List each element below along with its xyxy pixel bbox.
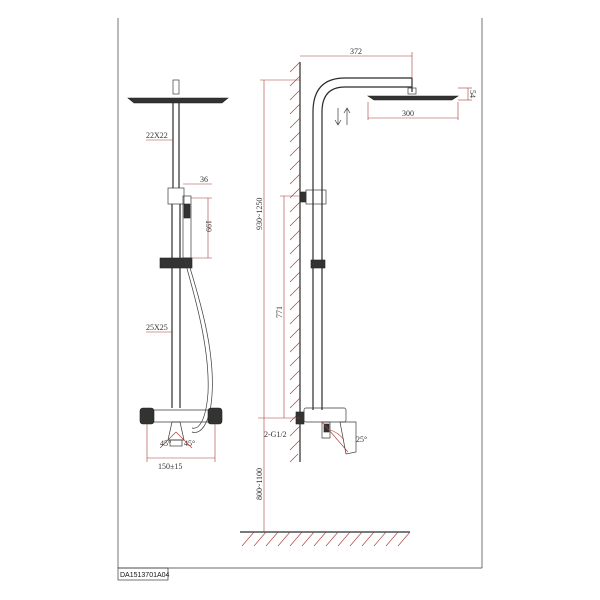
dim-head-thickness: 54 bbox=[468, 90, 477, 98]
mixer-handle-left bbox=[139, 407, 155, 425]
dim-hand-height: 199 bbox=[204, 220, 213, 232]
spout-angle-arc bbox=[329, 429, 345, 441]
dim-angle-b: 45° bbox=[184, 439, 195, 448]
hose-outer bbox=[186, 257, 213, 433]
wall-hatching bbox=[289, 61, 301, 463]
spout-side-mark bbox=[323, 423, 330, 433]
arrow-down-icon bbox=[334, 108, 342, 126]
dim-head-width: 300 bbox=[402, 109, 414, 118]
slider-side bbox=[310, 259, 326, 269]
dim-pipe-upper: 22X22 bbox=[146, 131, 168, 140]
hose-inner bbox=[183, 257, 209, 429]
front-view: 22X22 36 199 25X25 45° 45° 150±15 bbox=[127, 79, 229, 471]
shower-head-side bbox=[367, 95, 459, 101]
mixer-body bbox=[144, 409, 218, 423]
arm-inner bbox=[321, 86, 412, 113]
head-connector bbox=[172, 79, 180, 95]
dim-arm-length: 372 bbox=[350, 47, 362, 56]
dim-height-range: 930~1250 bbox=[255, 198, 264, 230]
spout-side bbox=[321, 421, 331, 439]
drawing-code: DA1513701A04 bbox=[120, 572, 170, 579]
spout-tip bbox=[169, 439, 183, 447]
side-view: 372 54 300 930~1250 771 2-G1/2 25° 800~1… bbox=[240, 47, 477, 547]
wall-bracket bbox=[299, 191, 307, 203]
dim-pipe-lower: 25X25 bbox=[146, 323, 168, 332]
shower-head-front bbox=[127, 97, 229, 104]
head-joint bbox=[407, 87, 417, 95]
dim-install-height: 800~1100 bbox=[255, 468, 264, 500]
dim-mount-height: 771 bbox=[275, 306, 284, 318]
mixer-side bbox=[303, 407, 347, 423]
hand-shower-face bbox=[183, 203, 191, 219]
spout-rotated bbox=[339, 421, 357, 455]
code-box bbox=[117, 567, 169, 581]
floor-hatching bbox=[241, 531, 411, 547]
angle-line-right bbox=[175, 431, 193, 449]
dim-inlet: 2-G1/2 bbox=[264, 430, 287, 439]
mixer-handle-right bbox=[207, 407, 223, 425]
arrow-up-icon bbox=[343, 107, 351, 125]
spout-angle-line bbox=[321, 421, 349, 453]
dim-hand-width: 36 bbox=[200, 175, 208, 184]
dim-angle-a: 45° bbox=[160, 439, 171, 448]
arm-outer bbox=[312, 77, 412, 113]
slider-upper bbox=[167, 187, 185, 205]
holder-bar bbox=[159, 257, 193, 269]
angle-line-left bbox=[159, 431, 177, 449]
bracket-clamp bbox=[305, 189, 327, 205]
dim-spout-angle: 25° bbox=[356, 435, 367, 444]
dim-spacing: 150±15 bbox=[158, 462, 182, 471]
